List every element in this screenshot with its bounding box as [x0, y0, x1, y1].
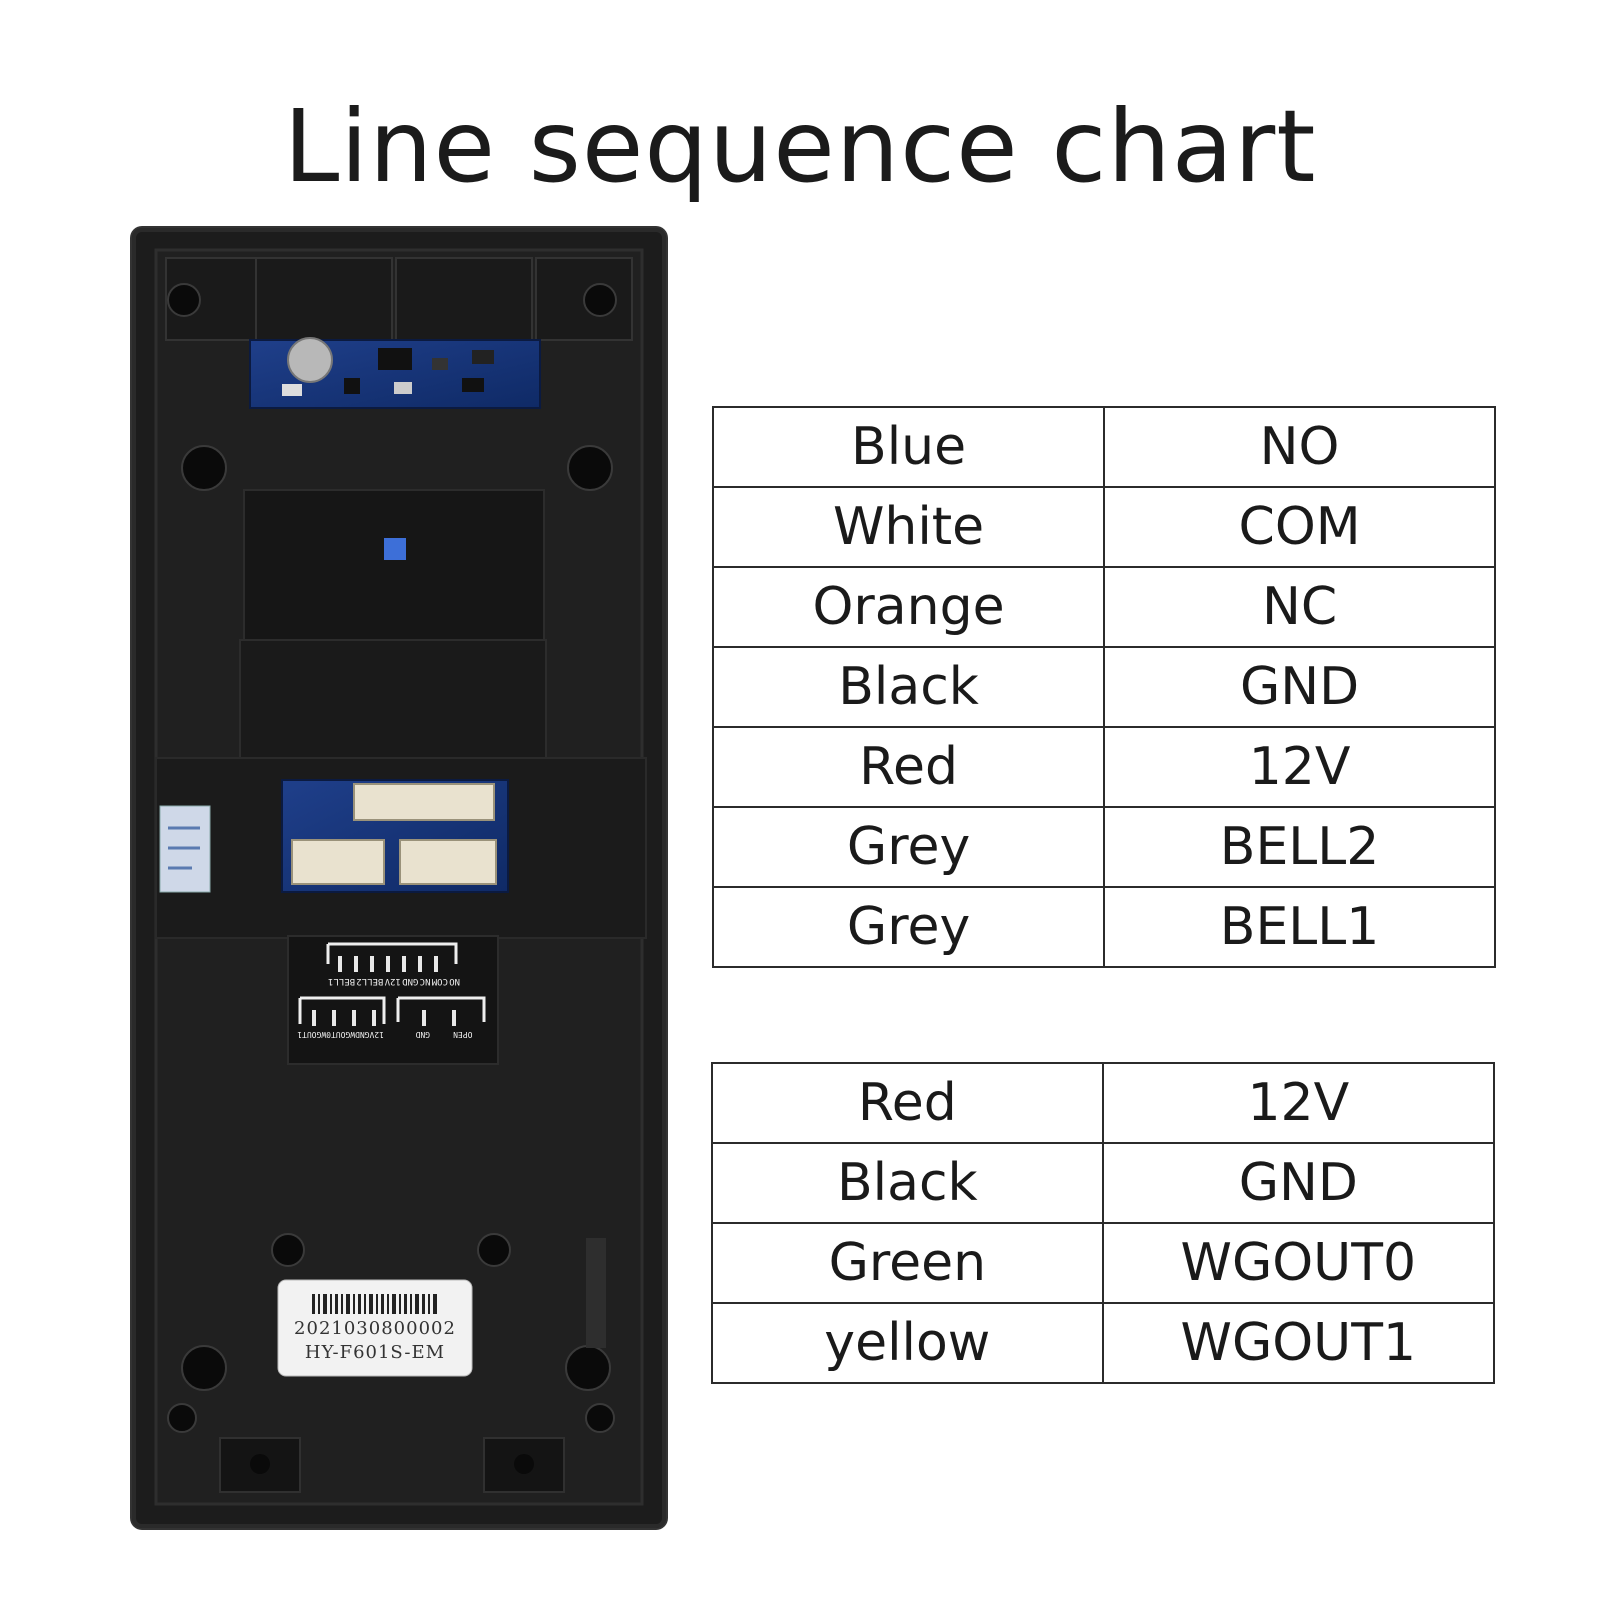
wire-color: Blue: [711, 406, 1106, 488]
wire-color: Green: [711, 1222, 1104, 1304]
table-row: Blue NO: [711, 406, 1496, 488]
wire-signal: NO: [1103, 406, 1496, 488]
table-row: Orange NC: [711, 566, 1496, 648]
wire-color: Grey: [711, 886, 1106, 968]
connector-7pin: [353, 783, 495, 821]
device-back-panel: NO COM NC GND 12V BELL2 BELL1 12V GND WG…: [132, 228, 666, 1528]
wire-color: White: [711, 486, 1106, 568]
wire-color: Orange: [711, 566, 1106, 648]
wire-signal: WGOUT1: [1101, 1302, 1496, 1384]
wire-color: yellow: [711, 1302, 1104, 1384]
wire-signal: NC: [1103, 566, 1496, 648]
wire-color: Grey: [711, 806, 1106, 888]
table-row: White COM: [711, 486, 1496, 568]
table-row: Black GND: [711, 646, 1496, 728]
wire-signal: 12V: [1103, 726, 1496, 808]
connector-labels-right: OPEN GND: [415, 1030, 473, 1039]
wiring-table-wiegand: Red 12V Black GND Green WGOUT0 yellow WG…: [711, 1062, 1496, 1384]
wire-color: Black: [711, 646, 1106, 728]
coin-battery: [287, 337, 333, 383]
table-row: Grey BELL2: [711, 806, 1496, 888]
serial-number: 2021030800002: [294, 1318, 456, 1339]
device-illustration: [154, 248, 647, 1506]
barcode-icon: [312, 1294, 437, 1314]
sensor-cover: [243, 489, 545, 641]
wire-color: Red: [711, 1062, 1104, 1144]
table-row: Red 12V: [711, 1062, 1496, 1144]
dip-switch: [384, 538, 406, 560]
connector-2pin: [399, 839, 497, 885]
page-title: Line sequence chart: [283, 88, 1317, 205]
table-row: Black GND: [711, 1142, 1496, 1224]
connector-4pin: [291, 839, 385, 885]
connector-labels-top: NO COM NC GND 12V BELL2 BELL1: [328, 976, 460, 986]
table-row: Grey BELL1: [711, 886, 1496, 968]
wire-color: Red: [711, 726, 1106, 808]
wire-signal: BELL1: [1103, 886, 1496, 968]
wire-signal: WGOUT0: [1101, 1222, 1496, 1304]
wire-signal: GND: [1101, 1142, 1496, 1224]
table-row: Green WGOUT0: [711, 1222, 1496, 1304]
wire-signal: COM: [1103, 486, 1496, 568]
table-row: yellow WGOUT1: [711, 1302, 1496, 1384]
pin-ticks: [312, 956, 456, 1026]
wire-signal: GND: [1103, 646, 1496, 728]
wire-color: Black: [711, 1142, 1104, 1224]
wire-signal: BELL2: [1103, 806, 1496, 888]
screw-hole-icon: [167, 283, 617, 1433]
wiring-table-main: Blue NO White COM Orange NC Black GND Re…: [711, 406, 1496, 968]
pin-label-box: [287, 935, 499, 1065]
model-number: HY-F601S-EM: [304, 1342, 446, 1363]
wire-signal: 12V: [1101, 1062, 1496, 1144]
connector-labels-left: 12V GND WGOUT0 WGOUT1: [297, 1030, 384, 1039]
table-row: Red 12V: [711, 726, 1496, 808]
